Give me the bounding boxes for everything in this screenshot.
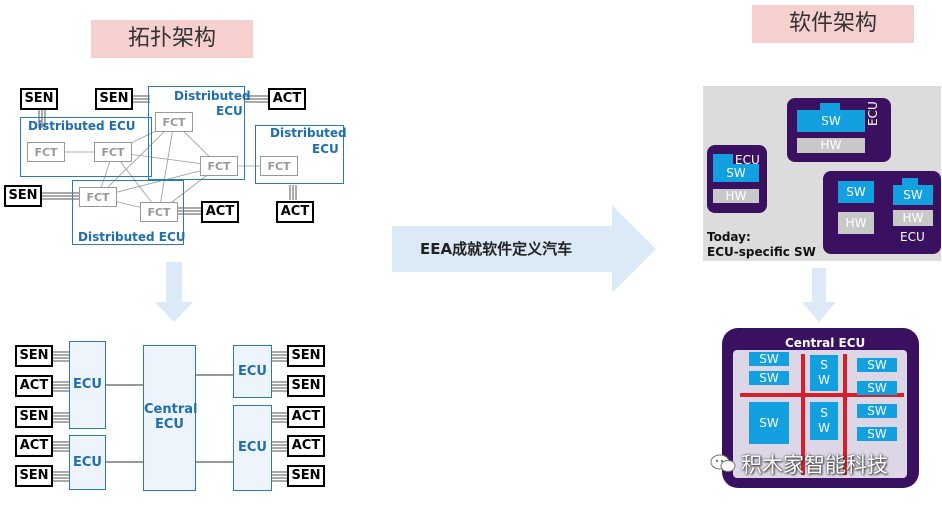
central-ecu-box: Central ECU xyxy=(143,345,198,491)
hw-block: HW xyxy=(797,138,865,153)
actuator-box: ACT xyxy=(15,375,53,397)
sw-block: SW xyxy=(857,427,897,441)
sensor-box: SEN xyxy=(287,375,325,397)
sw-letter-w: W xyxy=(818,373,830,387)
distributed-ecu-label-top-2: ECU xyxy=(216,104,243,118)
ecu-box-left-top: ECU xyxy=(69,341,106,429)
central-ecu-title: Central ECU xyxy=(785,336,866,350)
sw-block: SW xyxy=(797,110,865,132)
topology-title: 拓扑架构 xyxy=(91,20,253,58)
fct-node-2: FCT xyxy=(27,142,65,162)
sw-block: SW xyxy=(857,358,897,372)
sensor-box: SEN xyxy=(287,465,325,487)
sw-block: SW xyxy=(749,352,789,366)
sw-block: SW xyxy=(749,402,789,444)
distributed-ecu-label-left: Distributed ECU xyxy=(28,119,136,133)
sensor-box: SEN xyxy=(20,88,58,110)
ecu-card-left-label: ECU xyxy=(735,153,760,167)
distributed-ecu-box-right xyxy=(255,125,344,184)
sw-block: SW xyxy=(749,371,789,385)
distributed-ecu-label-top-1: Distributed xyxy=(174,89,251,103)
ecu-card-right-label: ECU xyxy=(900,230,925,244)
hw-block: HW xyxy=(713,189,759,203)
central-ecu-label-1: Central xyxy=(144,402,198,417)
actuator-box: ACT xyxy=(276,201,314,223)
down-arrow-right xyxy=(802,268,836,322)
sw-block-vertical: S W xyxy=(810,355,838,391)
sw-letter-s: S xyxy=(820,406,828,420)
fct-node-5: FCT xyxy=(260,156,298,176)
hw-block: HW xyxy=(893,210,933,226)
arrow-caption: EEA成就软件定义汽车 xyxy=(420,240,573,258)
software-title: 软件架构 xyxy=(752,5,914,43)
distributed-ecu-box-left xyxy=(20,117,152,177)
actuator-box: ACT xyxy=(268,88,306,110)
sw-block xyxy=(902,178,918,188)
distributed-ecu-box-bottom xyxy=(72,180,184,245)
sensor-box: SEN xyxy=(15,465,53,487)
fct-node-4: FCT xyxy=(200,156,238,176)
ecu-box-right-top: ECU xyxy=(233,345,272,398)
sw-letter-w: W xyxy=(818,421,830,435)
ecu-box-right-bottom: ECU xyxy=(233,405,272,491)
actuator-box: ACT xyxy=(15,435,53,457)
actuator-box: ACT xyxy=(287,435,325,457)
sensor-box: SEN xyxy=(287,345,325,367)
wechat-icon xyxy=(710,453,736,473)
big-right-arrow xyxy=(392,205,656,293)
fct-node-7: FCT xyxy=(140,202,178,222)
ecu-box-left-bottom: ECU xyxy=(69,435,106,490)
sw-block: SW xyxy=(838,181,874,203)
distributed-ecu-label-bottom: Distributed ECU xyxy=(78,230,186,244)
sw-block xyxy=(820,103,840,113)
distributed-ecu-label-right-2: ECU xyxy=(312,142,339,156)
today-caption-1: Today: xyxy=(707,230,751,244)
sw-block: SW xyxy=(713,164,759,182)
actuator-box: ACT xyxy=(287,406,325,428)
sensor-box: SEN xyxy=(15,406,53,428)
sw-block: SW xyxy=(857,381,897,395)
sw-letter-s: S xyxy=(820,358,828,372)
hw-block: HW xyxy=(838,212,874,234)
fct-node-3: FCT xyxy=(94,142,132,162)
sw-block-vertical: S W xyxy=(810,402,838,440)
sw-block: SW xyxy=(893,185,933,205)
fct-node-6: FCT xyxy=(79,187,117,207)
fct-node-1: FCT xyxy=(155,112,193,132)
down-arrow-left xyxy=(155,262,193,322)
actuator-box: ACT xyxy=(201,201,239,223)
sw-block xyxy=(713,154,733,164)
distributed-ecu-box-top xyxy=(148,86,245,180)
sensor-box: SEN xyxy=(4,185,42,207)
central-ecu-label-2: ECU xyxy=(155,417,184,432)
sensor-box: SEN xyxy=(95,88,133,110)
today-caption-2: ECU-specific SW xyxy=(707,245,816,259)
distributed-ecu-label-right-1: Distributed xyxy=(270,126,347,140)
watermark-text: 积木家智能科技 xyxy=(741,453,888,477)
sw-block: SW xyxy=(857,404,897,418)
sensor-box: SEN xyxy=(15,345,53,367)
